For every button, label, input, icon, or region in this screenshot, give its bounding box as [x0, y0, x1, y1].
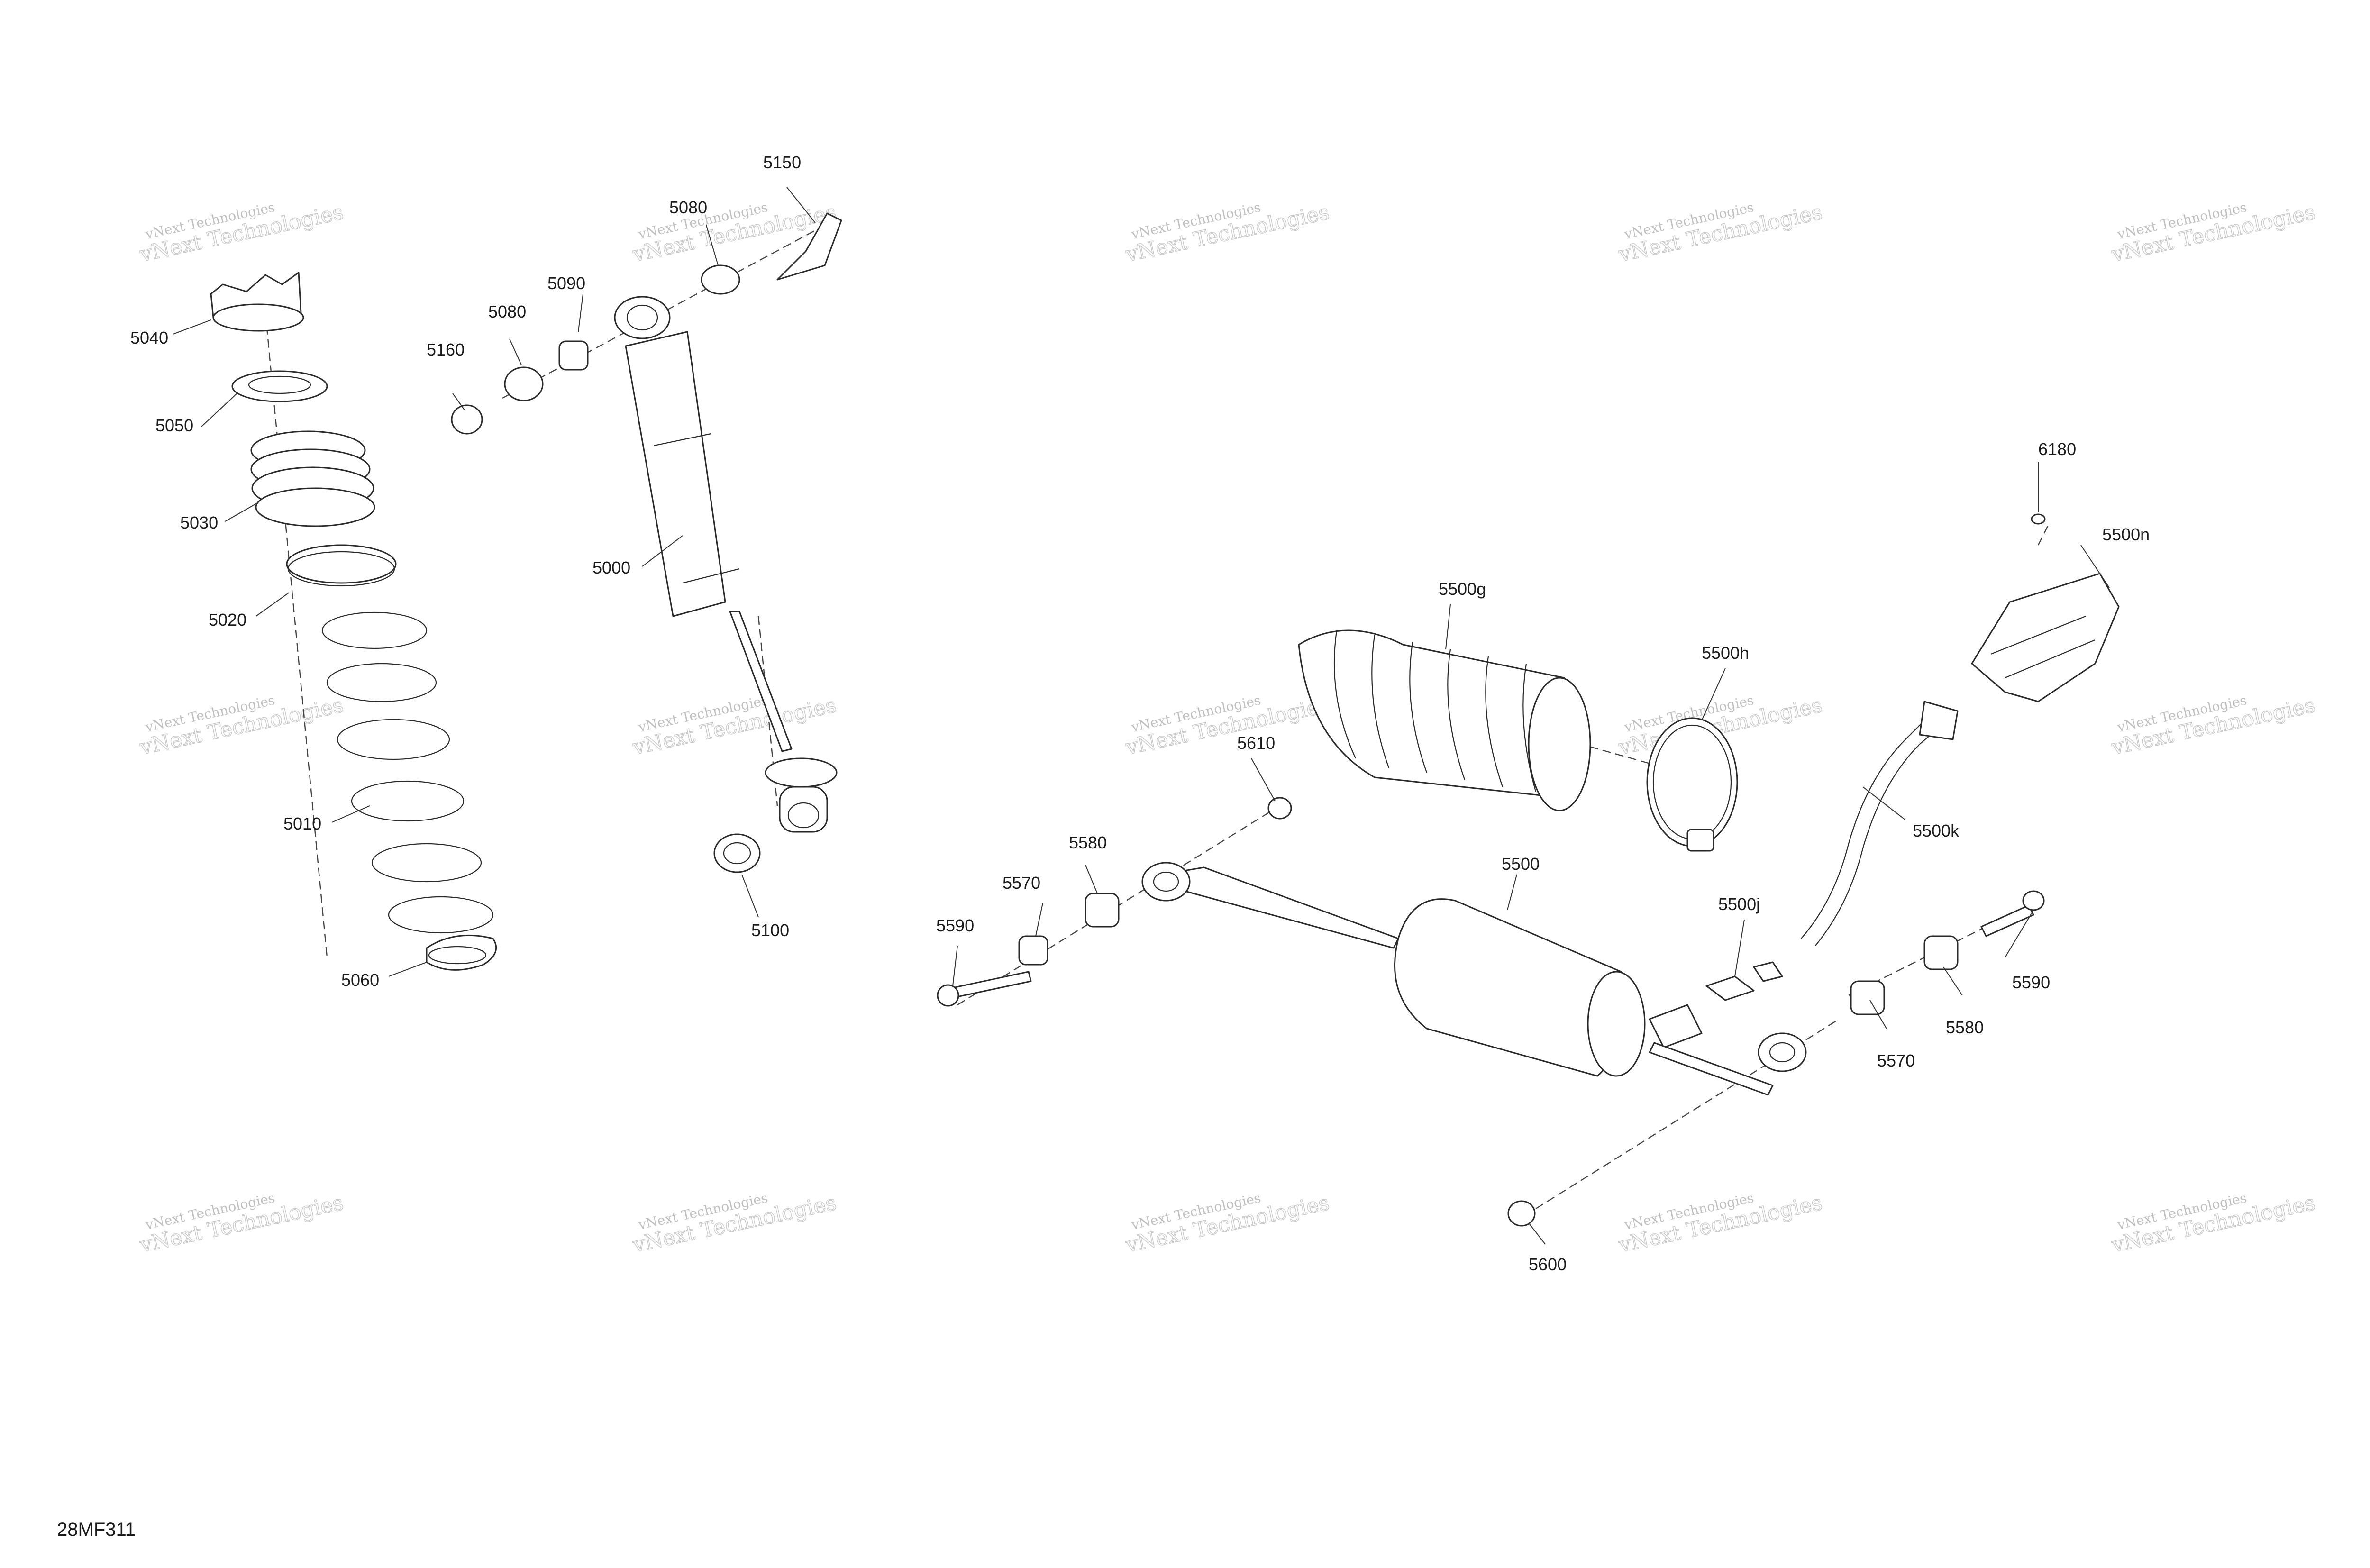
callout-5000: 5000	[592, 558, 630, 577]
spring-guide-ring	[286, 544, 397, 587]
callout-5150: 5150	[763, 153, 801, 172]
dust-boot	[1298, 629, 1591, 811]
callout-5590-left: 5590	[936, 916, 974, 935]
bump-stop-coil	[250, 430, 375, 527]
callout-5050: 5050	[155, 416, 193, 435]
callout-5010: 5010	[283, 814, 321, 833]
callout-5500j: 5500j	[1718, 894, 1760, 914]
callout-5060: 5060	[341, 970, 379, 990]
callout-5080-left: 5080	[488, 302, 526, 321]
hose-fitting-line	[1705, 701, 1959, 1001]
callout-5160: 5160	[427, 340, 465, 359]
spring-lower-seat	[426, 934, 497, 971]
figure-code: 28MF311	[57, 1519, 136, 1540]
lower-bushing	[713, 833, 761, 873]
callout-5590-right: 5590	[2012, 973, 2050, 992]
callout-6180: 6180	[2038, 439, 2076, 459]
shock-absorber-body	[614, 296, 838, 833]
callout-5500: 5500	[1502, 854, 1540, 874]
leader-lines	[173, 187, 2110, 1245]
reservoir-hardware	[937, 797, 2045, 1227]
callout-5030: 5030	[180, 513, 218, 532]
upper-hardware	[451, 212, 842, 435]
callout-5040: 5040	[130, 328, 168, 347]
hose-clamp	[1646, 717, 1738, 852]
callout-5500k: 5500k	[1913, 821, 1960, 840]
spring-retainer-top	[210, 272, 304, 332]
callout-5100: 5100	[751, 921, 789, 940]
callout-5580-left: 5580	[1069, 833, 1107, 852]
reservoir-cylinder	[1141, 862, 1807, 1096]
callout-5580-right: 5580	[1946, 1018, 1984, 1037]
callout-5600: 5600	[1529, 1255, 1567, 1274]
callout-5570-right: 5570	[1877, 1051, 1915, 1070]
mounting-bracket	[1971, 573, 2120, 702]
callout-5610: 5610	[1237, 733, 1275, 753]
callout-5500g: 5500g	[1439, 579, 1486, 599]
callout-5090: 5090	[547, 273, 585, 293]
spring-seat-washer	[231, 370, 328, 402]
callout-5500n: 5500n	[2102, 525, 2150, 544]
callout-5570-left: 5570	[1003, 873, 1040, 893]
callout-5080-top: 5080	[669, 198, 707, 217]
callout-labels: 5040 5050 5030 5020 5010 5060 5000 5160 …	[130, 153, 2150, 1274]
fastener-screw	[2031, 513, 2046, 525]
callout-5020: 5020	[209, 610, 246, 629]
callout-5500h: 5500h	[1702, 643, 1749, 663]
coil-spring	[321, 611, 494, 934]
